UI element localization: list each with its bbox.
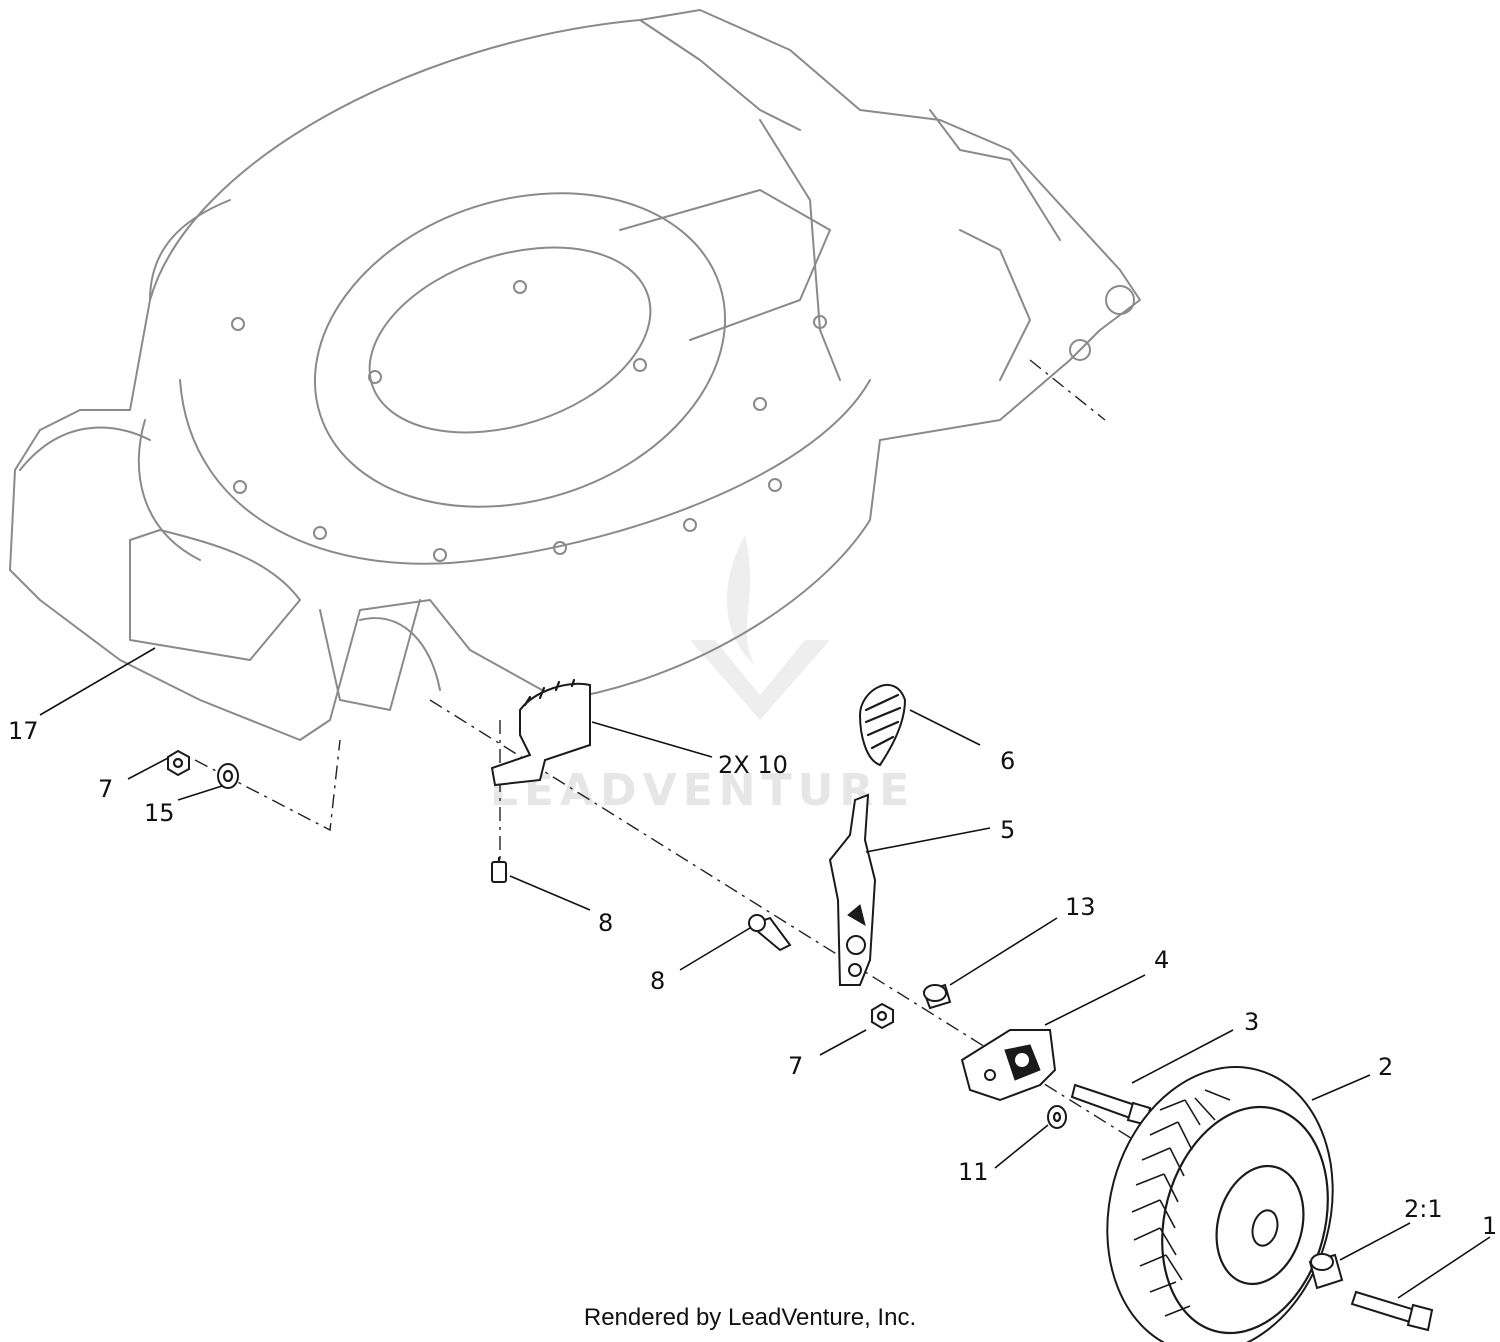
wheel-bolt: [1350, 1290, 1434, 1332]
callout-3: 3: [1244, 1008, 1259, 1036]
nut-upper: [167, 749, 190, 777]
watermark-text: LEADVENTURE: [490, 765, 915, 816]
callout-7-upper: 7: [98, 775, 113, 803]
leader-lines: [39, 647, 1491, 1299]
screw-lower: [748, 914, 792, 952]
lever-grip: [858, 684, 907, 767]
pivot-bracket: [960, 1029, 1057, 1102]
screw-upper: [491, 856, 507, 883]
render-credit: Rendered by LeadVenture, Inc.: [583, 1304, 917, 1331]
callout-1: 1: [1482, 1212, 1497, 1240]
shoulder-bolt: [1070, 1083, 1152, 1127]
mower-deck: [9, 9, 1141, 741]
assembly-lines: [194, 359, 1311, 1251]
washer-lower: [1047, 1105, 1067, 1129]
callout-8-lower: 8: [650, 967, 665, 995]
nut-lower: [871, 1002, 894, 1030]
height-adjust-bracket: [490, 678, 591, 787]
callout-13: 13: [1065, 893, 1096, 921]
height-adjust-lever: [828, 793, 877, 986]
callout-2: 2: [1378, 1053, 1393, 1081]
callout-15: 15: [144, 799, 175, 827]
watermark: LEADVENTURE: [490, 535, 915, 816]
wheel-bushing: [1308, 1253, 1344, 1290]
spacer: [922, 983, 952, 1010]
washer-upper: [217, 763, 239, 789]
callout-6: 6: [1000, 747, 1015, 775]
callout-17: 17: [8, 717, 39, 745]
callout-11: 11: [958, 1158, 989, 1186]
callout-8-upper: 8: [598, 909, 613, 937]
callout-10: 2X 10: [718, 751, 788, 779]
callout-5: 5: [1000, 816, 1015, 844]
callout-2-1: 2:1: [1404, 1195, 1443, 1223]
callout-7-lower: 7: [788, 1052, 803, 1080]
callout-4: 4: [1154, 946, 1169, 974]
wheel: [1106, 1066, 1334, 1342]
callouts: 17 7 15 2X 10 6 5 8 13 8 4 3 7 2 11 2:1 …: [8, 717, 1497, 1240]
